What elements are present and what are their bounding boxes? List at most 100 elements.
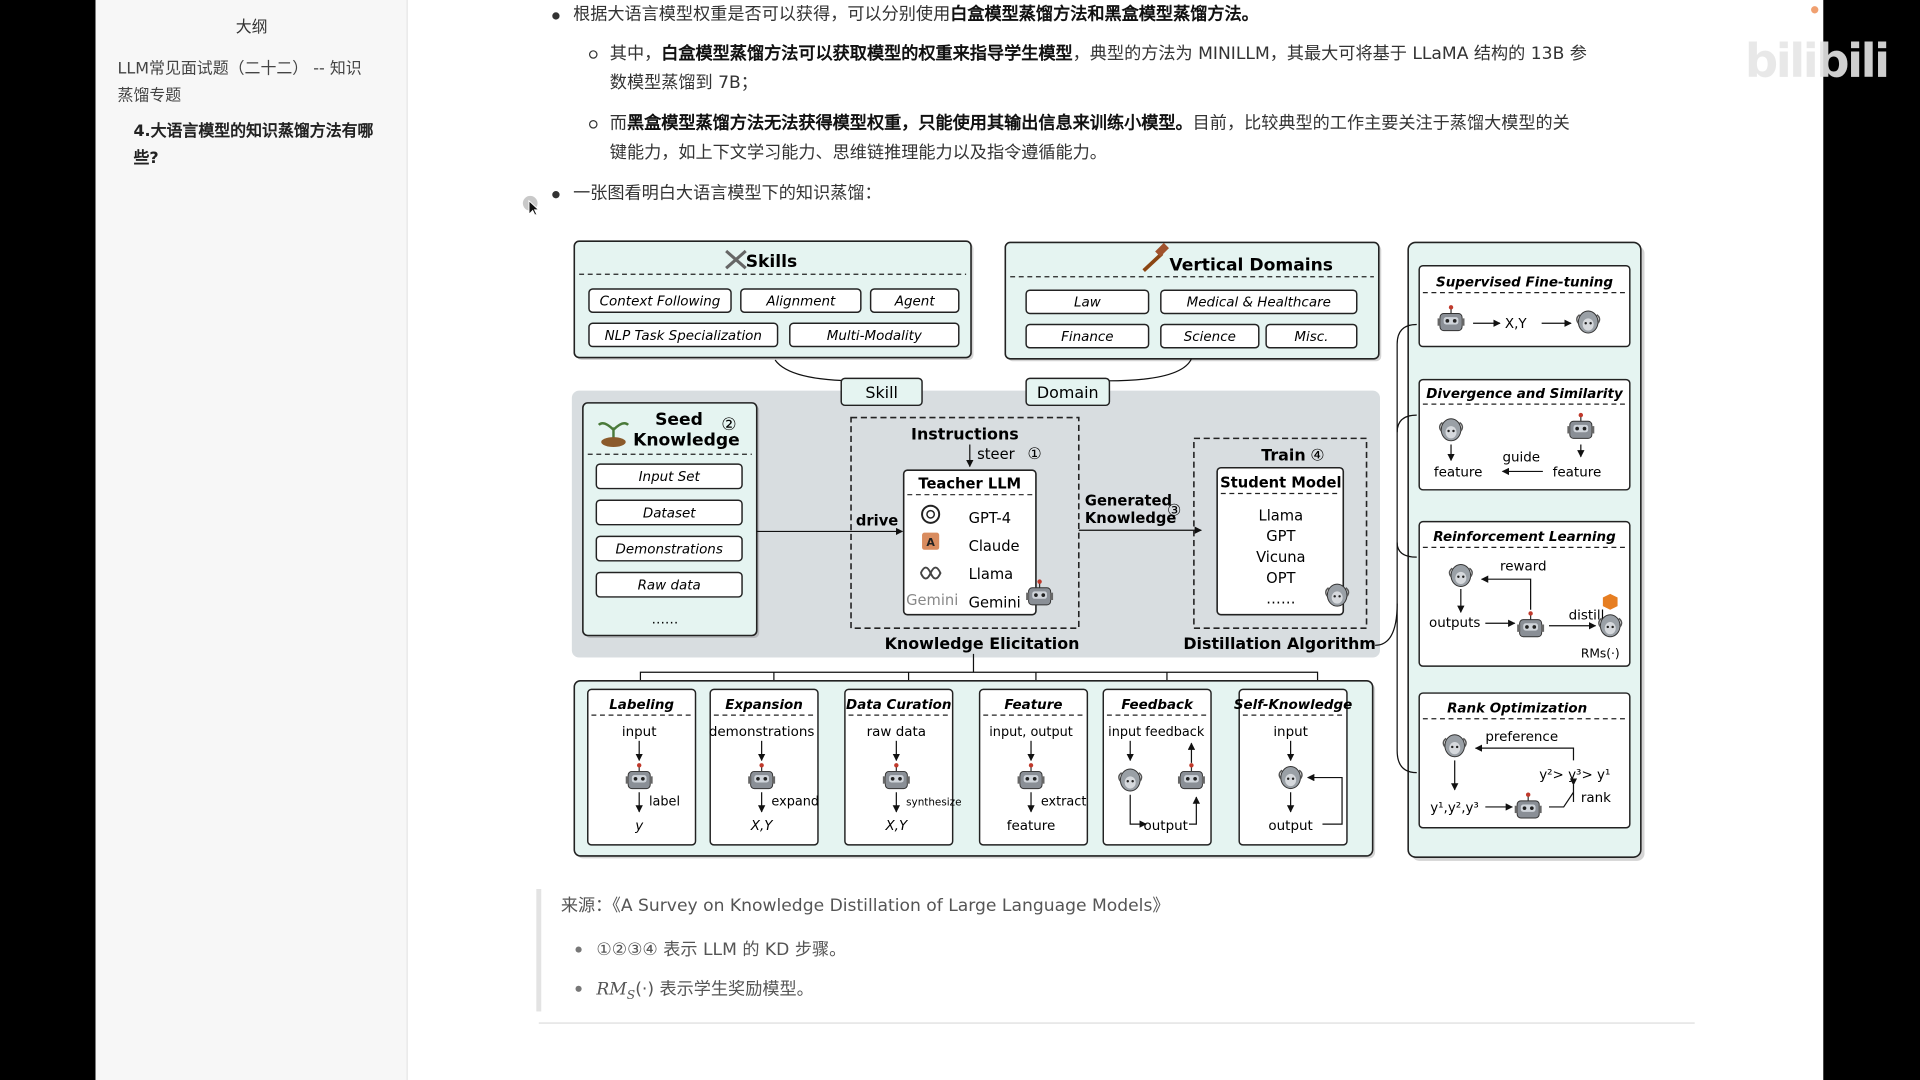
skill-tag-label: Skill: [865, 383, 898, 402]
domain-pill-label: Misc.: [1294, 330, 1328, 345]
outline-item-section-active[interactable]: 4.大语言模型的知识蒸馏方法有哪 些?: [133, 119, 373, 173]
skill-pill: Agent: [869, 288, 960, 313]
method-title: Feedback: [1121, 698, 1194, 713]
paragraph-1: 根据大语言模型权重是否可以获得，可以分别使用白盒模型蒸馏方法和黑盒模型蒸馏方法。: [573, 0, 1259, 29]
skill-pill: Multi-Modality: [789, 322, 960, 348]
teacher-llm-box: Teacher LLM A Gemini: [902, 469, 1037, 616]
paragraph-2: 其中，白盒模型蒸馏方法可以获取模型的权重来指导学生模型，典型的方法为 MINIL…: [610, 39, 1587, 68]
domain-pill: Finance: [1025, 323, 1150, 349]
seed-pill: Demonstrations: [595, 535, 743, 562]
list-bullet: [575, 946, 582, 953]
meta-icon: [919, 566, 942, 580]
paragraph-4: 一张图看明白大语言模型下的知识蒸馏：: [573, 183, 882, 204]
method-bottom-label: y: [634, 819, 644, 834]
outline-title: 大纲: [235, 18, 268, 37]
teacher-model-name: Claude: [969, 538, 1020, 555]
sub-list-bullet: [588, 120, 598, 129]
skill-pill-label: Context Following: [600, 295, 721, 310]
method-side-label: expand: [771, 795, 819, 810]
divergence-title: Divergence and Similarity: [1426, 387, 1624, 402]
seed-more: ……: [651, 612, 678, 627]
generated-knowledge-label: Generated: [1085, 493, 1172, 510]
wrench-icon: [725, 249, 747, 270]
seed-pill-label: Raw data: [638, 579, 701, 594]
seed-pill-label: Demonstrations: [616, 542, 723, 557]
list-bullet: [552, 191, 560, 199]
outline-item-line: 4.大语言模型的知识蒸馏方法有哪: [133, 122, 374, 141]
gavel-icon: [1142, 242, 1169, 272]
skill-pill-label: Multi-Modality: [827, 329, 923, 344]
rank-order-label: y²> y³> y¹: [1539, 768, 1610, 783]
drive-label: drive: [856, 512, 898, 529]
domain-pill-label: Law: [1074, 296, 1102, 311]
sub-list-bullet: [588, 50, 598, 59]
blockquote-bar: [536, 888, 542, 1012]
method-title: Data Curation: [846, 698, 951, 713]
domain-pill: Law: [1025, 289, 1150, 315]
outline-item-line: 些?: [133, 149, 159, 168]
text-span: ，典型的方法为 MINILLM，其最大可将基于 LLaMA 结构的 13B 参: [1072, 44, 1587, 64]
train-label: Train: [1261, 445, 1305, 464]
note-reward-model: RMS(·) 表示学生奖励模型。: [596, 976, 813, 1003]
mouse-cursor-icon: [522, 195, 541, 215]
source-citation: 来源：《A Survey on Knowledge Distillation o…: [560, 896, 1170, 916]
divergence-box: Divergence and Similarity feature guide …: [1418, 378, 1631, 491]
feature-label: feature: [1553, 465, 1602, 480]
guide-label: guide: [1502, 451, 1540, 466]
distill-label: distill: [1569, 609, 1605, 624]
skill-pill: Context Following: [588, 288, 732, 313]
distillation-algorithm-label: Distillation Algorithm: [1183, 634, 1376, 653]
seed-pill: Dataset: [595, 499, 743, 526]
text-span: 目前，比较典型的工作主要关注于蒸馏大模型的关: [1192, 113, 1570, 134]
paragraph-3: 而黑盒模型蒸馏方法无法获得模型权重，只能使用其输出信息来训练小模型。目前，比较典…: [610, 109, 1570, 138]
method-side-label: extract: [1041, 795, 1087, 810]
skill-pill-label: NLP Task Specialization: [605, 329, 762, 344]
domain-pill: Misc.: [1265, 323, 1358, 349]
steer-label: steer: [977, 446, 1015, 463]
instructions-label: Instructions: [911, 425, 1019, 444]
method-top-label: input: [1273, 725, 1308, 740]
method-side-label: label: [649, 795, 680, 810]
rank-outputs-label: y¹,y²,y³: [1430, 801, 1479, 816]
bold-span: 白盒模型蒸馏方法和黑盒模型蒸馏方法。: [950, 4, 1259, 25]
feature-label: feature: [1434, 465, 1483, 480]
skill-tag: Skill: [840, 377, 923, 407]
skill-pill-label: Alignment: [765, 295, 836, 310]
outputs-label: outputs: [1429, 616, 1480, 631]
knowledge-elicitation-box: [850, 416, 1080, 629]
student-model-name: GPT: [1266, 528, 1296, 545]
student-model-box: Student Model: [1216, 466, 1345, 616]
method-bottom-label: output: [1144, 819, 1188, 834]
method-top-label: input feedback: [1108, 725, 1205, 740]
generated-knowledge-label: Knowledge: [1085, 510, 1177, 527]
reward-label: reward: [1500, 560, 1547, 575]
preference-label: preference: [1485, 730, 1558, 745]
rank-label: rank: [1581, 791, 1611, 806]
outline-item-chapter[interactable]: LLM常见面试题（二十二） -- 知识 蒸馏专题: [118, 56, 362, 110]
math-subscript: S: [626, 989, 636, 1003]
train-box: [1193, 437, 1368, 629]
step-number: ①: [1027, 444, 1041, 463]
rank-optimization-box: Rank Optimization y¹,y²,y³ preference y²…: [1418, 692, 1631, 829]
seed-pill: Input Set: [595, 463, 743, 490]
seedling-icon: [597, 422, 630, 447]
method-title: Self-Knowledge: [1234, 698, 1352, 713]
method-title: Feature: [1004, 698, 1062, 713]
domain-tag: Domain: [1025, 377, 1111, 407]
reinforcement-learning-box: Reinforcement Learning outputs reward di…: [1418, 520, 1631, 667]
rank-title: Rank Optimization: [1447, 702, 1587, 717]
math-arg: (·): [635, 979, 655, 1000]
student-model-name: ……: [1266, 591, 1295, 608]
sft-xy-label: X,Y: [1505, 317, 1527, 332]
text-span: 表示学生奖励模型。: [654, 979, 814, 1000]
teacher-title: Teacher LLM: [918, 476, 1021, 493]
text-span: 其中，: [609, 44, 662, 64]
text-span: 根据大语言模型权重是否可以获得，可以分别使用: [573, 4, 951, 25]
step-number: ③: [1167, 501, 1181, 520]
sft-title: Supervised Fine-tuning: [1436, 276, 1613, 291]
math-symbol: RM: [596, 979, 627, 1000]
